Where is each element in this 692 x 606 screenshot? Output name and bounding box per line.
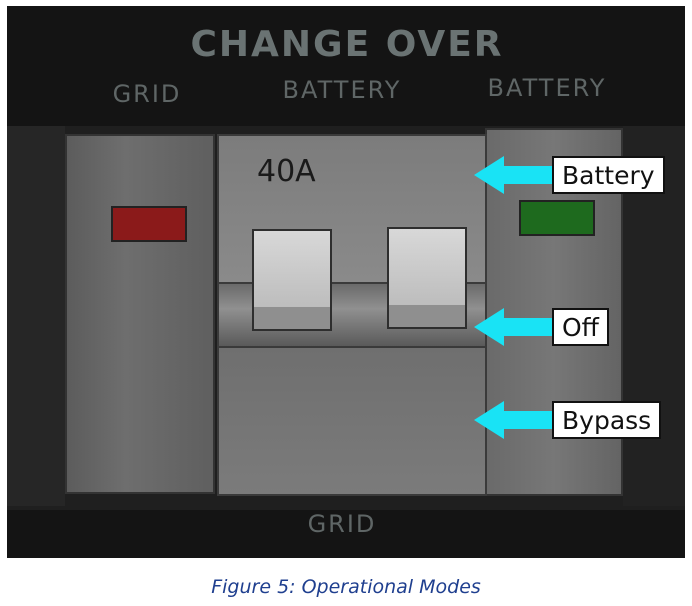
breaker-rating-label: 40A (257, 154, 316, 189)
callout-label-bypass: Bypass (552, 401, 662, 439)
breaker-toggle-right[interactable] (387, 227, 467, 307)
grid-indicator-module (65, 134, 215, 494)
breaker-toggle-left-face (252, 307, 332, 331)
label-battery-right: BATTERY (487, 74, 607, 102)
callout-off: Off (474, 308, 609, 346)
callout-bypass: Bypass (474, 401, 662, 439)
callout-label-battery: Battery (552, 156, 665, 194)
changeover-panel: CHANGE OVER GRID BATTERY BATTERY 40A GRI… (7, 6, 685, 558)
breaker-bottom-section (217, 346, 487, 496)
arrow-left-icon (474, 156, 552, 194)
label-grid-bottom: GRID (307, 510, 377, 538)
breaker-toggle-right-face (387, 305, 467, 329)
breaker-toggle-left[interactable] (252, 229, 332, 309)
label-grid-top: GRID (112, 80, 182, 108)
figure-caption: Figure 5: Operational Modes (211, 576, 481, 598)
callout-label-off: Off (552, 308, 609, 346)
green-indicator-light (519, 200, 595, 236)
callout-battery: Battery (474, 156, 665, 194)
arrow-left-icon (474, 308, 552, 346)
red-indicator-light (111, 206, 187, 242)
left-housing (7, 126, 65, 506)
panel-title: CHANGE OVER (190, 24, 504, 65)
arrow-left-icon (474, 401, 552, 439)
label-battery-middle: BATTERY (282, 76, 402, 104)
